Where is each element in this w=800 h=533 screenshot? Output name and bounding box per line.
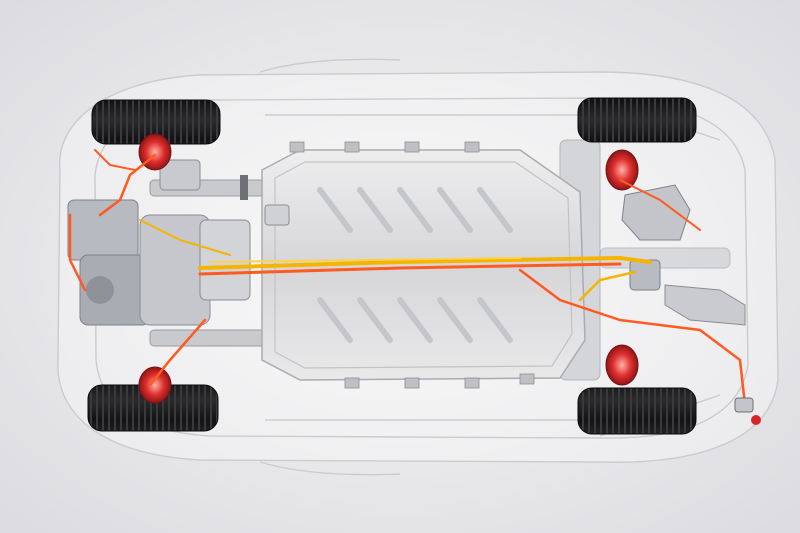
rear-components <box>621 184 746 326</box>
front-drive-unit <box>67 159 251 326</box>
brake-discs <box>138 133 639 404</box>
wheel-rear-right <box>577 387 697 435</box>
cable-icon <box>198 255 652 270</box>
high-voltage-cables <box>68 149 747 407</box>
charge-port-connector <box>734 397 761 425</box>
battery-pack <box>261 141 586 389</box>
wheel-rear-left <box>577 97 697 143</box>
